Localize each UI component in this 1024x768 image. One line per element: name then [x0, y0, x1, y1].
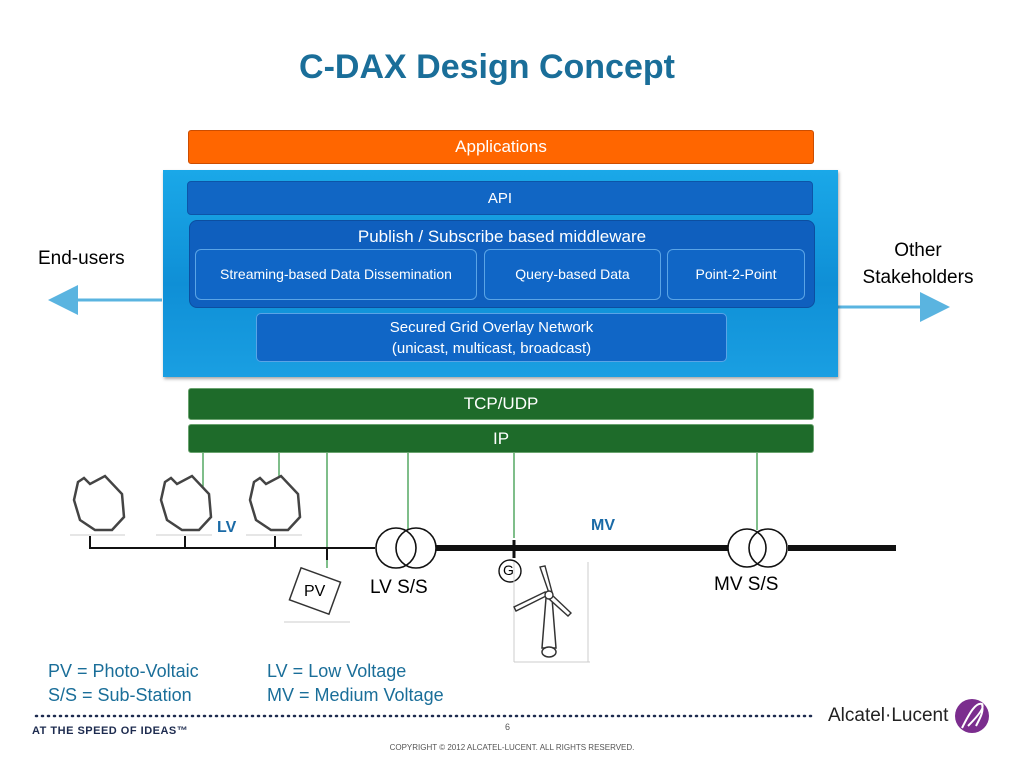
lv-bus	[89, 536, 375, 560]
lv-transformer-icon	[375, 527, 437, 569]
wind-turbine-icon	[513, 562, 590, 663]
generator-icon	[498, 559, 522, 583]
applications-layer: Applications	[188, 130, 814, 164]
secured-overlay-network: Secured Grid Overlay Network (unicast, m…	[256, 313, 727, 362]
other-stakeholders-label: Other Stakeholders	[846, 237, 990, 291]
end-users-label: End-users	[38, 248, 125, 269]
brand-name: Alcatel·Lucent	[828, 705, 949, 726]
mv-transformer-icon	[727, 528, 788, 568]
overlay-modes: (unicast, multicast, broadcast)	[391, 339, 592, 357]
tcp-udp-layer: TCP/UDP	[188, 388, 814, 420]
lv-substation-label: LV S/S	[370, 577, 428, 598]
middleware-title: Publish / Subscribe based middleware	[357, 227, 647, 246]
glossary-mv: MV = Medium Voltage	[267, 685, 444, 705]
lv-label: LV	[217, 519, 237, 536]
page-number: 6	[505, 722, 511, 732]
house-icon	[159, 474, 213, 532]
lv-bus-line	[89, 536, 375, 549]
glossary-pv: PV = Photo-Voltaic	[48, 661, 199, 681]
footer-tagline: AT THE SPEED OF IDEAS™	[32, 725, 189, 737]
alcatel-lucent-logo-icon	[955, 699, 989, 733]
pv-label: PV	[304, 583, 326, 600]
page-title: C-DAX Design Concept	[299, 48, 675, 86]
other-stakeholders-line1: Other	[894, 240, 942, 261]
api-layer: API	[187, 181, 813, 215]
point-2-point-box: Point-2-Point	[667, 249, 805, 300]
streaming-data-box: Streaming-based Data Dissemination	[195, 249, 477, 300]
house-icon	[72, 474, 126, 532]
mv-label: MV	[591, 517, 615, 534]
glossary-lv: LV = Low Voltage	[267, 661, 407, 681]
query-data-box: Query-based Data	[484, 249, 661, 300]
glossary-col-2: LV = Low Voltage MV = Medium Voltage	[267, 659, 444, 707]
glossary-col-1: PV = Photo-Voltaic S/S = Sub-Station	[48, 659, 199, 707]
house-icon	[248, 474, 302, 532]
glossary-ss: S/S = Sub-Station	[48, 685, 192, 705]
pv-panel-icon	[284, 566, 350, 623]
house-icons	[72, 474, 302, 532]
mv-substation-label: MV S/S	[714, 574, 779, 595]
ip-layer: IP	[188, 424, 814, 453]
generator-label: G	[503, 562, 514, 578]
overlay-title: Secured Grid Overlay Network	[389, 318, 594, 336]
footer-copyright: COPYRIGHT © 2012 ALCATEL-LUCENT. ALL RIG…	[389, 743, 635, 752]
other-stakeholders-line2: Stakeholders	[862, 267, 974, 288]
